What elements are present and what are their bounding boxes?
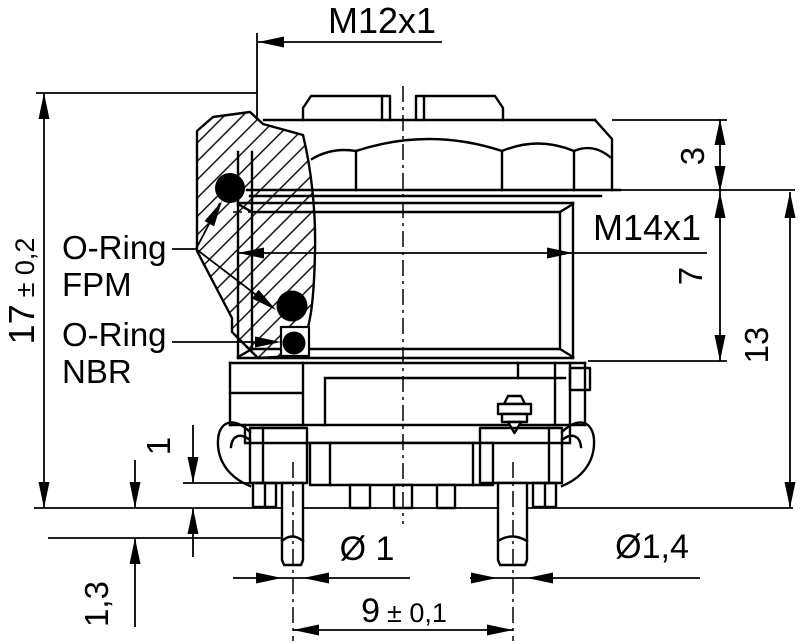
small-pin-3	[435, 483, 457, 510]
labels: M12x1 17± 0,2 O-Ring FPM O-Ring NBR M14x…	[1, 0, 775, 630]
bracket-hatched-area	[195, 110, 317, 360]
label-dia-small: Ø 1	[340, 530, 395, 568]
o-ring-fpm-lower-dot	[276, 290, 308, 322]
label-pitch: 9± 0,1	[361, 592, 447, 630]
mounting-ear-right	[560, 421, 596, 488]
label-thread-top: M12x1	[328, 0, 436, 41]
label-oring-fpm-2: FPM	[62, 266, 132, 303]
connector-body	[216, 94, 622, 567]
contact-insert	[308, 441, 495, 510]
mounting-ear-left	[216, 421, 252, 488]
label-dim-3: 3	[674, 147, 711, 165]
panel-bracket-section	[195, 110, 317, 360]
foot-left	[248, 426, 309, 509]
label-oring-nbr-2: NBR	[62, 353, 132, 390]
label-oring-nbr-1: O-Ring	[62, 316, 167, 353]
label-dim-1-3: 1,3	[78, 581, 115, 627]
label-thread-side: M14x1	[593, 207, 701, 248]
lower-flange	[228, 361, 592, 445]
small-pin-1	[348, 483, 372, 510]
label-dim-1: 1	[140, 437, 177, 455]
coupling-tabs	[301, 94, 505, 122]
centerlines	[292, 86, 514, 641]
o-ring-nbr-dot	[282, 331, 306, 355]
label-dim-13: 13	[738, 327, 775, 364]
dimension-arrowheads	[38, 36, 796, 636]
label-dia-large: Ø1,4	[615, 528, 689, 566]
o-ring-fpm-upper-dot	[215, 173, 245, 203]
label-oring-fpm-1: O-Ring	[62, 229, 167, 266]
label-dim-7: 7	[672, 267, 709, 285]
label-height: 17± 0,2	[1, 238, 42, 345]
